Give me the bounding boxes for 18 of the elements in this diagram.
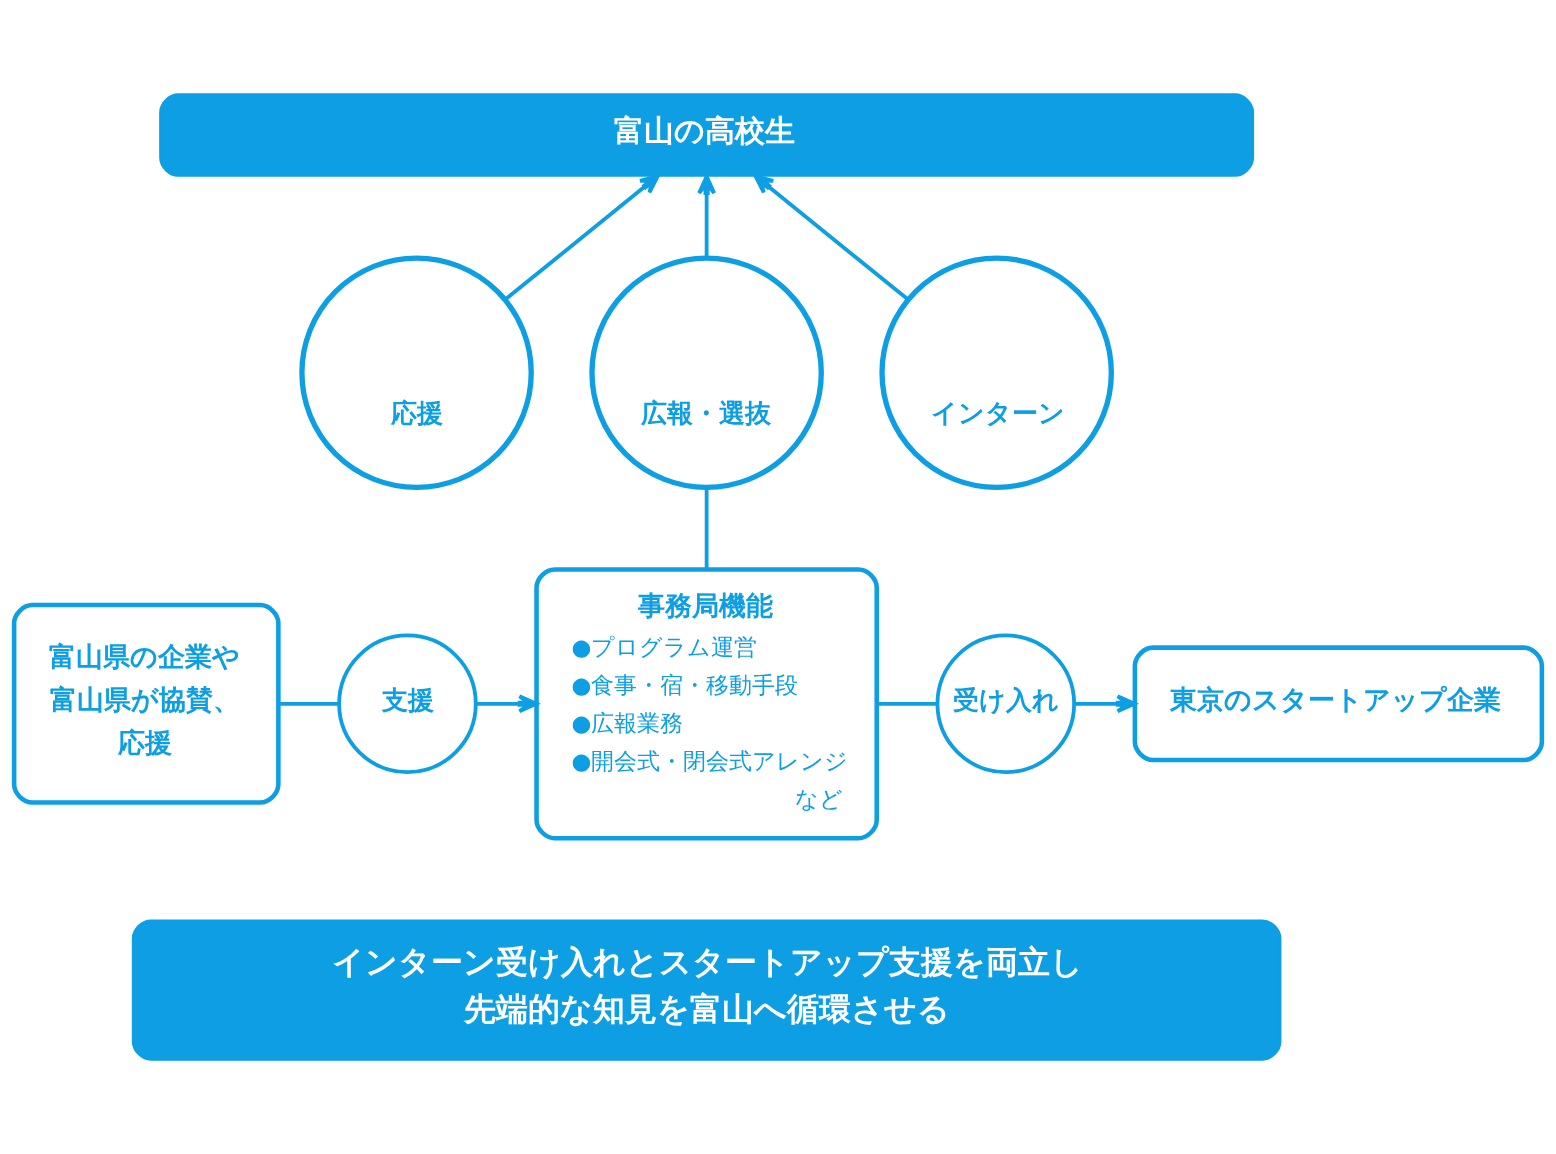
arrow [503,174,660,302]
connector [704,487,709,570]
node-box: 東京のスタートアップ企業 [1132,645,1545,763]
node-circle: 受け入れ [935,633,1077,775]
node-box: 富山の高校生 [159,93,1255,177]
node-circle: 支援 [337,633,478,775]
connector [877,701,937,706]
node-box: 事務局機能 ●プログラム運営 ●食事・宿・移動手段 ●広報業務 ●開会式・閉会式アレンジ など [534,567,879,841]
arrow [475,694,539,714]
node-circle: 広報・選抜 [589,255,824,491]
node-box: 富山県の企業や富山県が協賛、応援 [11,602,281,805]
connector [278,701,339,706]
node-circle: インターン [879,255,1114,491]
arrow [1074,694,1137,714]
node-box: インターン受け入れとスタートアップ支援を両立し先端的な知見を富山へ循環させる [131,919,1282,1061]
arrow [697,174,717,259]
node-circle: 応援 [299,255,534,491]
arrow [753,174,910,302]
